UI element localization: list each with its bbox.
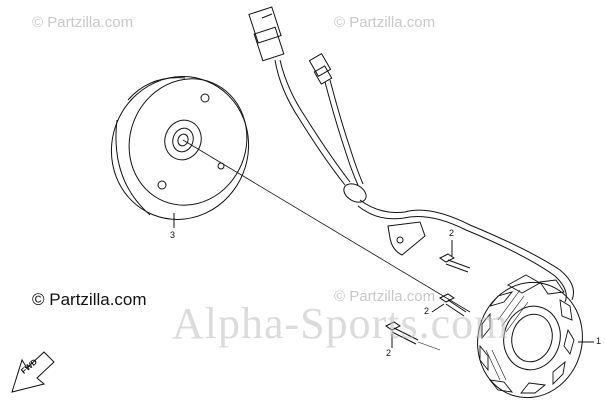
flywheel-rotor — [110, 76, 250, 220]
stator — [477, 274, 583, 399]
label-stator: 1 — [596, 336, 602, 346]
label-bolt-lower: 2 — [386, 348, 392, 358]
bolt-upper — [439, 240, 471, 273]
label-bolt-upper: 2 — [449, 228, 455, 238]
label-bolt-middle: 2 — [424, 306, 430, 316]
watermark-top-left: © Partzilla.com — [32, 14, 134, 31]
copyright-text: © Partzilla.com — [32, 290, 147, 309]
fwd-arrow-icon — [11, 351, 55, 393]
wiring-harness — [248, 6, 574, 303]
alpha-sports-watermark: Alpha-Sports.com — [172, 299, 510, 348]
label-flywheel: 3 — [170, 230, 176, 240]
watermark-mid-right: © Partzilla.com — [334, 288, 436, 305]
watermark-top-right: © Partzilla.com — [334, 14, 436, 31]
bolt-lower — [385, 321, 441, 351]
bolt-middle — [431, 293, 467, 317]
alignment-line — [182, 139, 471, 313]
